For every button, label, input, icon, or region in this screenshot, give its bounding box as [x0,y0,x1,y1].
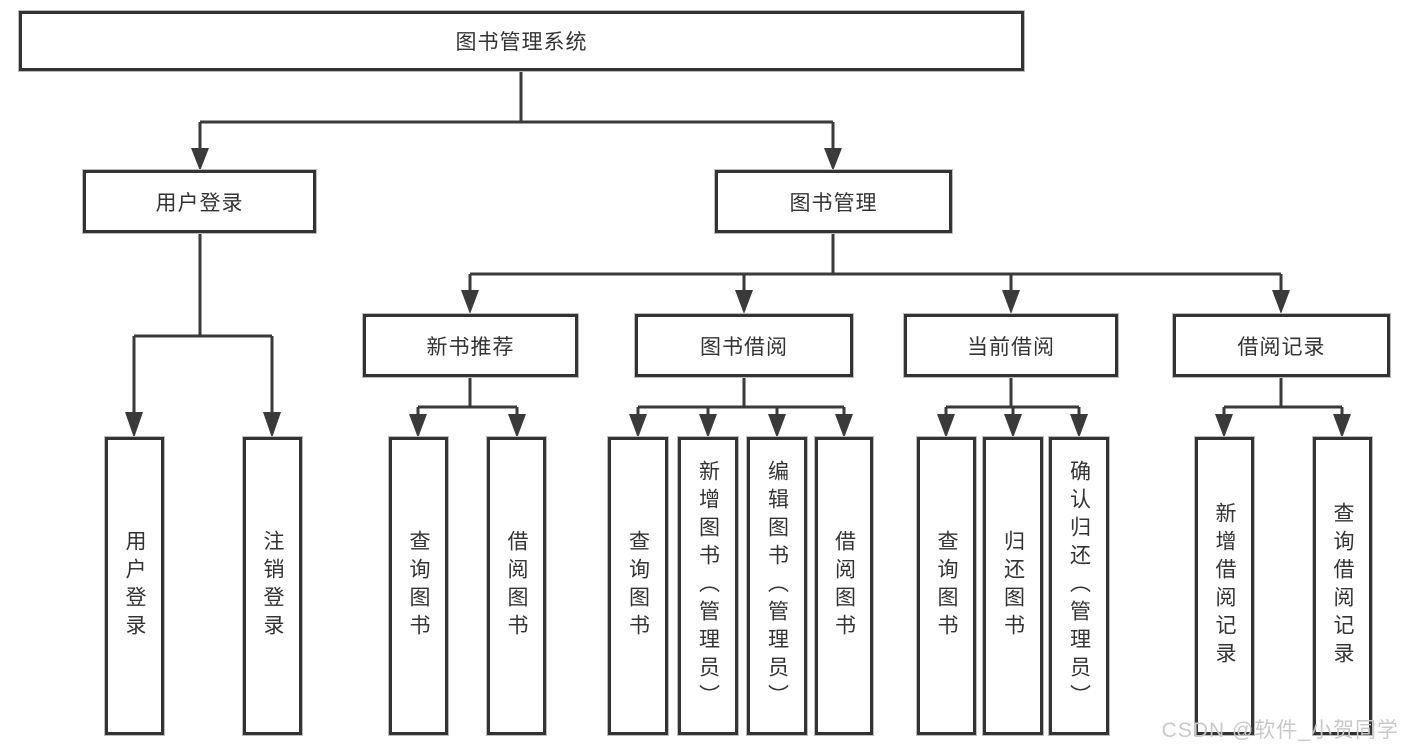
node-label: 借阅图书 [505,530,528,642]
arrow-down-icon [1004,414,1022,438]
node-book-management: 图书管理 [715,170,952,233]
node-user-login: 用户登录 [105,437,164,735]
node-query-borrow-record: 查询借阅记录 [1313,437,1372,735]
node-label: 注销登录 [261,530,284,642]
node-label: 用户登录 [123,530,146,642]
node-label: 归还图书 [1001,530,1025,642]
node-current-borrowing: 当前借阅 [904,314,1118,377]
arrow-down-icon [125,412,143,438]
arrow-down-icon [1272,290,1290,314]
edge-records-to-leaves [1222,377,1344,416]
edge-newbook-to-leaves [416,377,519,416]
node-label: 借阅图书 [832,530,856,642]
node-new-book-recommendation: 新书推荐 [363,314,578,377]
node-label: 用户登录 [155,191,244,215]
edge-current-to-leaves [944,377,1081,416]
node-edit-book-admin: 编辑图书（管理员） [747,437,807,735]
node-book-borrowing: 图书借阅 [635,314,853,377]
arrow-down-icon [1002,290,1020,314]
node-label: 借阅记录 [1237,335,1326,359]
node-logout: 注销登录 [243,437,302,735]
node-user-login-group: 用户登录 [83,170,316,233]
arrow-down-icon [461,290,479,314]
node-label: 图书借阅 [700,335,788,359]
node-label: 查询借阅记录 [1331,502,1354,670]
node-label: 新书推荐 [426,335,515,359]
arrow-down-icon [629,414,647,438]
arrow-down-icon [1333,414,1351,438]
watermark: CSDN @软件_小贺同学 [1161,719,1399,742]
node-add-book-admin: 新增图书（管理员） [678,437,738,735]
arrow-down-icon [263,412,281,438]
node-label: 编辑图书（管理员） [765,460,789,712]
node-label: 新增图书（管理员） [696,460,720,712]
arrow-down-icon [824,148,842,171]
edge-borrowing-to-leaves [636,377,846,416]
node-label: 查询图书 [626,530,650,642]
node-query-books-borrowing: 查询图书 [608,437,668,735]
node-borrow-books-recommend: 借阅图书 [487,437,546,735]
arrow-down-icon [768,414,786,438]
arrow-down-icon [191,148,209,171]
node-label: 图书管理系统 [455,31,588,54]
node-borrow-books-borrowing: 借阅图书 [815,437,873,735]
edge-root-to-level2 [198,70,835,150]
node-label: 查询图书 [407,530,430,642]
edge-userlogin-to-leaves [132,233,274,414]
arrow-down-icon [409,414,427,438]
arrow-down-icon [1215,414,1233,438]
node-label: 查询图书 [935,530,958,642]
arrow-down-icon [937,414,955,438]
arrowheads [125,148,1351,438]
node-return-books: 归还图书 [983,437,1043,735]
arrow-down-icon [835,414,853,438]
node-add-borrow-record: 新增借阅记录 [1195,437,1254,735]
node-borrowing-records: 借阅记录 [1173,314,1390,377]
arrow-down-icon [735,290,753,314]
node-query-books-recommend: 查询图书 [389,437,448,735]
arrow-down-icon [1070,414,1088,438]
edge-bookmgmt-to-level3 [468,233,1283,292]
node-label: 图书管理 [789,191,878,215]
node-label: 当前借阅 [967,335,1055,359]
node-query-books-current: 查询图书 [917,437,976,735]
arrow-down-icon [699,414,717,438]
node-library-management-system: 图书管理系统 [19,11,1024,71]
node-label: 新增借阅记录 [1213,502,1236,670]
node-label: 确认归还（管理员） [1067,460,1091,712]
node-confirm-return-admin: 确认归还（管理员） [1049,437,1109,735]
arrow-down-icon [508,414,526,438]
